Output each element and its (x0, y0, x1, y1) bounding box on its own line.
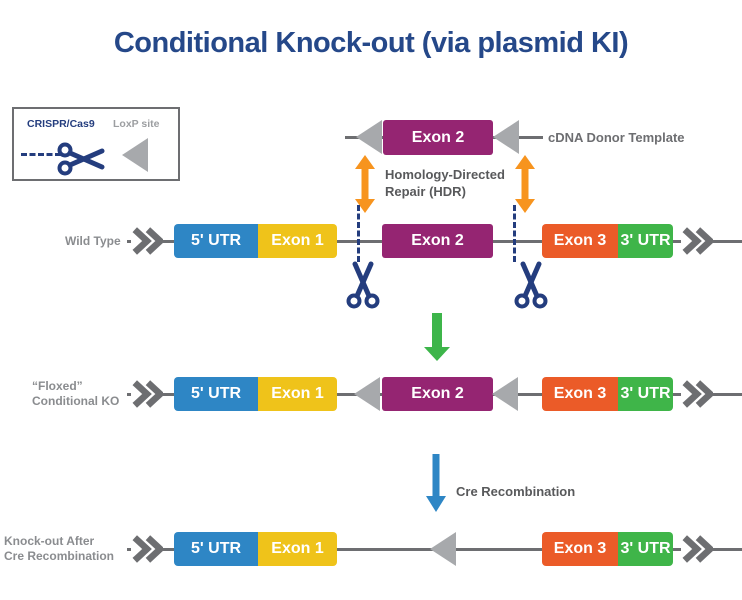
segment-label: Exon 3 (553, 385, 607, 402)
hdr-label-line1: Homology-Directed (385, 167, 505, 182)
wild-type-exon2-box: Exon 2 (382, 224, 493, 258)
scissors-icon (57, 140, 105, 178)
segment-label: 5' UTR (190, 385, 242, 402)
page-title: Conditional Knock-out (via plasmid KI) (113, 27, 629, 59)
segment-label: 5' UTR (190, 540, 242, 557)
wild-type-exon3-box: Exon 3 (542, 224, 618, 258)
chevron-break-icon (681, 226, 713, 256)
cut-site-dash-icon (21, 153, 61, 156)
scissors-icon (512, 261, 550, 309)
chevron-break-icon (131, 226, 163, 256)
floxed-exon2-box: Exon 2 (382, 377, 493, 411)
floxed-label-line1: “Floxed” (32, 379, 83, 393)
knockout-3utr-box: 3' UTR (618, 532, 673, 566)
loxp-triangle-icon (492, 377, 518, 411)
segment-label: Exon 1 (271, 540, 324, 557)
loxp-triangle-icon (122, 138, 148, 172)
knockout-label-line2: Cre Recombination (4, 549, 115, 563)
segment-label: 3' UTR (620, 385, 671, 402)
chevron-break-icon (681, 379, 713, 409)
chevron-break-icon (131, 379, 163, 409)
donor-exon2-label: Exon 2 (411, 128, 465, 146)
segment-label: Exon 2 (411, 232, 464, 249)
donor-exon2-box: Exon 2 (383, 120, 493, 155)
hdr-result-arrow-icon (424, 313, 450, 361)
knockout-label-line1: Knock-out After (4, 534, 95, 548)
floxed-exon1-box: Exon 1 (258, 377, 337, 411)
segment-label: 5' UTR (190, 232, 242, 249)
knockout-exon1-box: Exon 1 (258, 532, 337, 566)
segment-label: 3' UTR (620, 540, 671, 557)
segment-label: Exon 3 (553, 540, 607, 557)
scissors-icon (344, 261, 382, 309)
wild-type-5utr-box: 5' UTR (174, 224, 258, 258)
floxed-label: “Floxed” Conditional KO (32, 379, 119, 409)
loxp-triangle-icon (354, 377, 380, 411)
knockout-exon3-box: Exon 3 (542, 532, 618, 566)
floxed-exon3-box: Exon 3 (542, 377, 618, 411)
wild-type-exon1-box: Exon 1 (258, 224, 337, 258)
cre-label: Cre Recombination (456, 484, 576, 499)
cre-arrow-icon (426, 454, 446, 512)
segment-label: 3' UTR (620, 232, 671, 249)
floxed-5utr-box: 5' UTR (174, 377, 258, 411)
loxp-triangle-icon (430, 532, 456, 566)
donor-template-label: cDNA Donor Template (548, 130, 685, 145)
floxed-3utr-box: 3' UTR (618, 377, 673, 411)
knockout-label: Knock-out After Cre Recombination (4, 534, 114, 564)
segment-label: Exon 1 (271, 385, 324, 402)
cut-site-dash-line (513, 205, 516, 262)
hdr-double-arrow-icon (515, 155, 535, 213)
loxp-triangle-icon (356, 120, 382, 154)
loxp-triangle-icon (493, 120, 519, 154)
legend-box: CRISPR/Cas9 LoxP site (12, 107, 180, 181)
wild-type-3utr-box: 3' UTR (618, 224, 673, 258)
chevron-break-icon (131, 534, 163, 564)
segment-label: Exon 1 (271, 232, 324, 249)
legend-crispr-label: CRISPR/Cas9 (27, 118, 95, 130)
floxed-label-line2: Conditional KO (32, 394, 120, 408)
cut-site-dash-line (357, 205, 360, 262)
hdr-label: Homology-Directed Repair (HDR) (385, 166, 505, 200)
wild-type-label: Wild Type (65, 234, 121, 248)
knockout-5utr-box: 5' UTR (174, 532, 258, 566)
segment-label: Exon 3 (553, 232, 607, 249)
legend-loxp-label: LoxP site (113, 118, 160, 130)
hdr-label-line2: Repair (HDR) (385, 184, 466, 199)
segment-label: Exon 2 (411, 385, 464, 402)
chevron-break-icon (681, 534, 713, 564)
